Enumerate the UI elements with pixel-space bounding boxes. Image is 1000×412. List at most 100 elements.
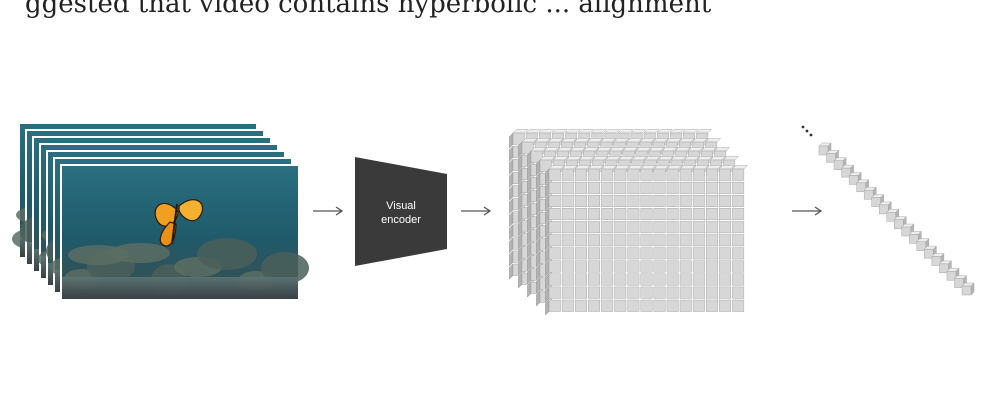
feature-cell — [732, 247, 745, 260]
feature-cell — [545, 207, 561, 224]
feature-cell — [575, 273, 587, 286]
feature-cell — [706, 194, 718, 207]
feature-cell — [706, 247, 718, 260]
feature-cell — [732, 208, 745, 221]
feature-cell — [614, 247, 627, 260]
feature-cell — [679, 247, 692, 260]
feature-cell — [692, 208, 705, 221]
feature-cell — [588, 286, 600, 299]
feature-cell — [561, 221, 574, 234]
flattened-token-sequence — [818, 142, 975, 296]
feature-cell — [588, 181, 600, 194]
feature-cell — [718, 165, 735, 181]
feature-cell — [706, 181, 718, 194]
feature-cell — [719, 221, 731, 234]
feature-cell — [692, 260, 705, 273]
feature-cell — [731, 165, 748, 181]
feature-cell — [679, 260, 692, 273]
feature-cell — [719, 247, 731, 260]
feature-cell — [588, 260, 600, 273]
feature-cell — [706, 208, 718, 221]
feature-cell — [601, 234, 614, 247]
feature-cell — [679, 181, 692, 194]
feature-cell — [706, 234, 718, 247]
arrow-to-token-sequence — [792, 206, 823, 216]
feature-cell — [706, 286, 718, 299]
feature-cell — [575, 234, 587, 247]
feature-cell — [614, 260, 627, 273]
feature-cell — [692, 234, 705, 247]
feature-cell — [588, 221, 600, 234]
feature-cell — [653, 181, 666, 194]
feature-cell — [732, 299, 745, 312]
feature-cell — [545, 220, 561, 237]
feature-cell — [640, 221, 653, 234]
feature-cell — [732, 181, 745, 194]
feature-cell — [561, 234, 574, 247]
feature-cell — [561, 247, 574, 260]
token-cube — [916, 238, 930, 252]
feature-cell — [588, 208, 600, 221]
feature-cell — [640, 165, 657, 181]
feature-cell — [575, 260, 587, 273]
feature-cell — [574, 165, 591, 181]
video-frame — [60, 164, 309, 301]
feature-cell — [719, 181, 731, 194]
feature-cell — [653, 299, 666, 312]
encoder-label-line2: encoder — [381, 214, 421, 226]
clipped-heading-text: ggested that video contains hyperbolic .… — [25, 0, 712, 19]
feature-cell — [536, 156, 556, 176]
feature-cell — [601, 273, 614, 286]
feature-cell — [614, 181, 627, 194]
feature-cell — [732, 234, 745, 247]
feature-cell — [705, 165, 722, 181]
feature-cell — [627, 234, 640, 247]
arrow-to-encoder — [313, 206, 344, 216]
feature-cell — [627, 221, 640, 234]
feature-cell — [640, 234, 653, 247]
feature-cell — [575, 247, 587, 260]
feature-cell — [679, 273, 692, 286]
feature-cell — [732, 286, 745, 299]
feature-cell — [666, 273, 679, 286]
feature-cell — [719, 260, 731, 273]
feature-cell — [679, 299, 692, 312]
feature-cell — [575, 194, 587, 207]
feature-cell — [732, 194, 745, 207]
feature-cell — [627, 165, 644, 181]
feature-cell — [627, 286, 640, 299]
feature-cell — [666, 165, 683, 181]
encoder-label-line1: Visual — [386, 200, 416, 212]
feature-cell — [601, 299, 614, 312]
feature-cell — [719, 208, 731, 221]
feature-cell — [545, 286, 561, 303]
feature-cell — [679, 165, 696, 181]
feature-cell — [719, 299, 731, 312]
feature-cell — [518, 138, 538, 158]
feature-cell — [719, 194, 731, 207]
feature-cell — [627, 247, 640, 260]
feature-cell — [561, 165, 578, 181]
feature-cell — [640, 247, 653, 260]
feature-cell — [545, 165, 565, 185]
feature-cell — [627, 208, 640, 221]
feature-cell — [640, 286, 653, 299]
feature-cell — [640, 260, 653, 273]
feature-cell — [653, 260, 666, 273]
feature-cell — [640, 181, 653, 194]
feature-cell — [692, 194, 705, 207]
arrow-to-feature-cube — [461, 206, 492, 216]
feature-grid-cube — [509, 129, 748, 316]
visual-encoder-block: Visual encoder — [355, 157, 447, 266]
feature-cell — [719, 273, 731, 286]
feature-cell — [627, 181, 640, 194]
feature-cell — [679, 221, 692, 234]
feature-cell — [614, 234, 627, 247]
feature-cell — [545, 247, 561, 264]
feature-cell — [666, 234, 679, 247]
feature-cell — [588, 247, 600, 260]
feature-cell — [732, 221, 745, 234]
feature-cell — [653, 165, 670, 181]
feature-cell — [588, 234, 600, 247]
